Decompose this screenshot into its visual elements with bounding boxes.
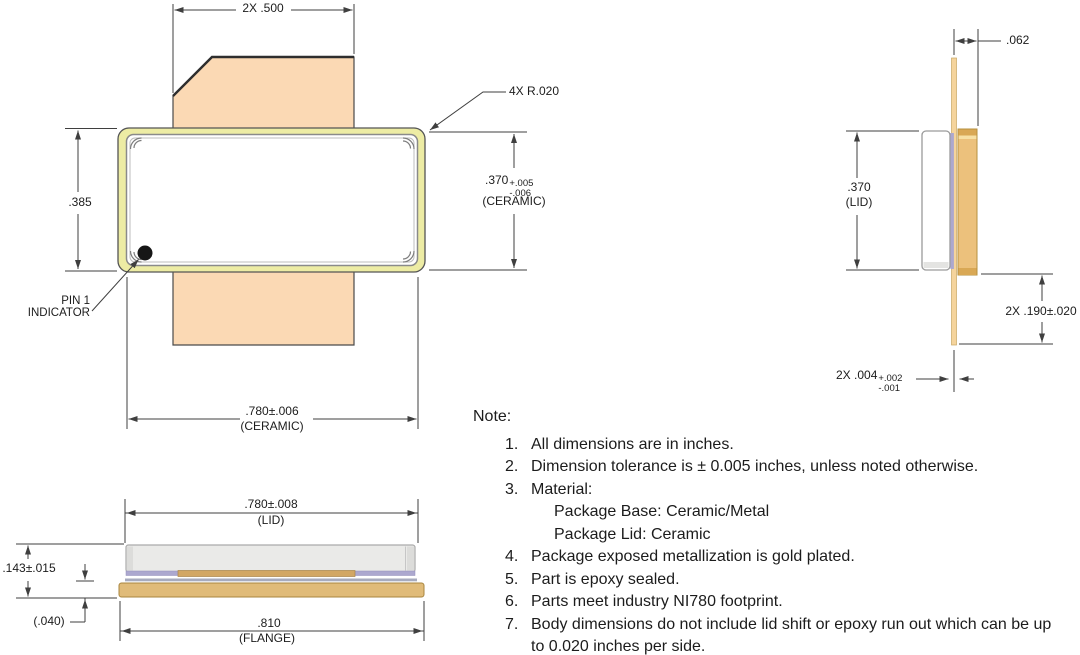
- dim-label-offset: .062: [1006, 33, 1030, 47]
- note-text: Part is epoxy sealed.: [531, 570, 680, 588]
- gold-bar-highlight: [958, 135, 977, 139]
- note-number: 1.: [505, 435, 519, 453]
- tab-top-edge: [172, 55, 354, 97]
- note-item: 2. Dimension tolerance is ± 0.005 inches…: [505, 456, 1057, 479]
- note-item: 7. Body dimensions do not include lid sh…: [505, 614, 1057, 655]
- gold-bar-end-view: [957, 128, 978, 276]
- note-text: Material: Package Base: Ceramic/Metal Pa…: [531, 479, 1057, 547]
- note-item: 6. Parts meet industry NI780 footprint.: [505, 591, 1057, 614]
- note-text: Package exposed metallization is gold pl…: [531, 548, 855, 565]
- note-number: 4.: [505, 548, 519, 565]
- dim-label-tab-length: 2X .190±.020: [1005, 304, 1077, 318]
- package-cavity: [125, 133, 419, 267]
- dim-value: 2X .004: [836, 368, 878, 382]
- tolerance-minus: -.006: [509, 187, 532, 199]
- lid-end-view: [921, 130, 951, 271]
- note-number: 5.: [505, 570, 519, 588]
- note-text: Body dimensions do not include lid shift…: [531, 615, 1052, 655]
- note-text: Parts meet industry NI780 footprint.: [531, 593, 783, 610]
- pin1-indicator-dot: [137, 245, 153, 261]
- note-item: 1. All dimensions are in inches.: [505, 434, 1057, 457]
- notes-block: Note: 1. All dimensions are in inches. 2…: [473, 406, 1057, 655]
- lid-end-shade: [923, 262, 949, 268]
- gold-bar-cap-bottom: [958, 268, 977, 275]
- tolerance-minus: -.001: [878, 382, 901, 394]
- dim-label-corner-radius: 4X R.020: [509, 84, 560, 98]
- note-text: All dimensions are in inches.: [531, 435, 734, 453]
- dim-label-tab-thickness: 2X .004+.002-.001: [836, 369, 902, 393]
- lid-edge-shade-left: [127, 546, 133, 571]
- dim-qualifier-lid: (LID): [257, 513, 285, 527]
- side-view: [118, 544, 425, 598]
- lid-edge-shade-right: [407, 546, 414, 571]
- gold-flange-side-view: [118, 582, 425, 598]
- note-text-main: Material:: [531, 480, 593, 498]
- note-number: 6.: [505, 593, 519, 610]
- dimension-linework: [16, 4, 1053, 641]
- note-number: 2.: [505, 458, 519, 475]
- note-subline: Package Lid: Ceramic: [554, 525, 711, 543]
- notes-list: 1. All dimensions are in inches. 2. Dime…: [473, 434, 1057, 655]
- note-text: Dimension tolerance is ± 0.005 inches, u…: [531, 458, 979, 475]
- notes-title: Note:: [473, 408, 512, 425]
- base-edge-line: [125, 578, 417, 582]
- dim-qualifier-lid-end: (LID): [845, 195, 873, 209]
- lid-side-view: [125, 544, 416, 573]
- corner-radius-marks: [129, 137, 415, 263]
- dim-label-standoff: (.040): [33, 614, 65, 628]
- package-seal-ring: [129, 137, 415, 263]
- dim-label-tab-width: 2X .500: [242, 1, 284, 15]
- tolerance-plus: +.002: [878, 373, 903, 384]
- pin1-label-line2: INDICATOR: [27, 307, 90, 319]
- dim-label-lid-height: .370: [847, 180, 871, 194]
- note-item: 4. Package exposed metallization is gold…: [505, 546, 1057, 569]
- dim-label-height-ceramic: .370+.005-.006: [485, 174, 533, 198]
- note-subline: Package Base: Ceramic/Metal: [554, 503, 770, 520]
- note-item: 5. Part is epoxy sealed.: [505, 569, 1057, 592]
- end-view: [921, 57, 978, 346]
- dim-value: .370: [485, 173, 509, 187]
- dim-label-width-ceramic: .780±.006: [245, 404, 299, 418]
- dim-qualifier-ceramic-bottom: (CERAMIC): [240, 419, 304, 433]
- ceramic-tab-side-view: [177, 570, 356, 577]
- pin1-label-line1: PIN 1: [61, 295, 90, 307]
- dim-qualifier-flange: (FLANGE): [238, 631, 296, 645]
- dim-qualifier-ceramic-right: (CERAMIC): [482, 194, 546, 208]
- dim-label-height-side: .143±.015: [2, 561, 56, 575]
- dim-label-width-flange: .810: [257, 616, 281, 630]
- note-item: 3. Material: Package Base: Ceramic/Metal…: [505, 479, 1057, 547]
- pin1-indicator-label: PIN 1 INDICATOR: [18, 295, 90, 319]
- dim-label-width-lid: .780±.008: [244, 497, 298, 511]
- top-view: [117, 55, 426, 346]
- dim-label-height-overall: .385: [68, 195, 92, 209]
- note-number: 7.: [505, 615, 519, 633]
- seal-band-end-view: [950, 133, 954, 269]
- gold-bar-cap-top: [958, 129, 977, 136]
- tolerance-plus: +.005: [509, 178, 534, 189]
- note-number: 3.: [505, 480, 519, 498]
